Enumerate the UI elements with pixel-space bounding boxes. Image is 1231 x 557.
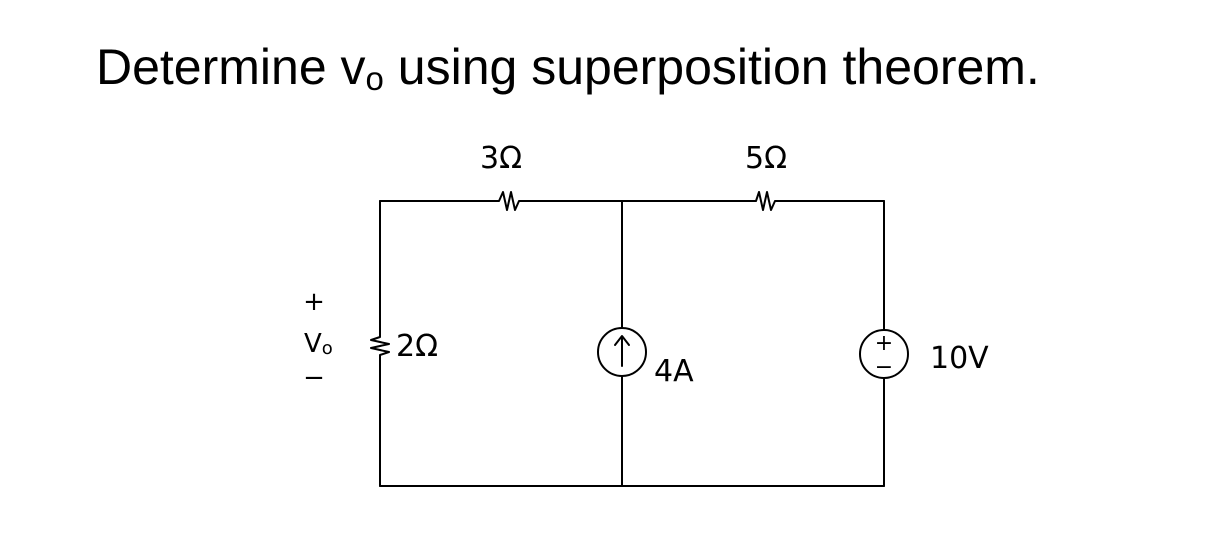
resistor-3-ohm-label: 3Ω: [480, 141, 522, 176]
current-source: [597, 327, 647, 377]
current-source-label: 4A: [654, 354, 694, 389]
voltage-source-label: 10V: [930, 341, 989, 376]
resistor-2-ohm-label: 2Ω: [396, 329, 438, 364]
output-label-v: V: [304, 329, 322, 359]
title-prefix: Determine v: [96, 39, 366, 95]
resistor-5-ohm-label: 5Ω: [745, 141, 787, 176]
resistor-2-ohm: [370, 333, 390, 359]
output-plus: +: [303, 287, 325, 317]
output-voltage-marker: + Vo −: [303, 287, 333, 393]
resistor-3-ohm: [494, 191, 524, 211]
up-arrow-icon: [614, 335, 630, 346]
title-subscript: o: [365, 60, 384, 97]
problem-statement: Determine vo using superposition theorem…: [96, 38, 1040, 97]
output-label-subscript: o: [322, 338, 333, 359]
circuit-wires: [379, 200, 885, 487]
output-label: Vo: [304, 329, 333, 359]
output-minus: −: [303, 363, 325, 393]
current-source-circle: [597, 327, 647, 377]
voltage-source-circle: [859, 329, 909, 379]
title-suffix: using superposition theorem.: [383, 39, 1040, 95]
voltage-source-plus: +: [875, 331, 893, 356]
resistor-5-ohm: [751, 191, 779, 211]
voltage-source: + −: [859, 329, 909, 380]
voltage-source-minus: −: [875, 355, 893, 380]
